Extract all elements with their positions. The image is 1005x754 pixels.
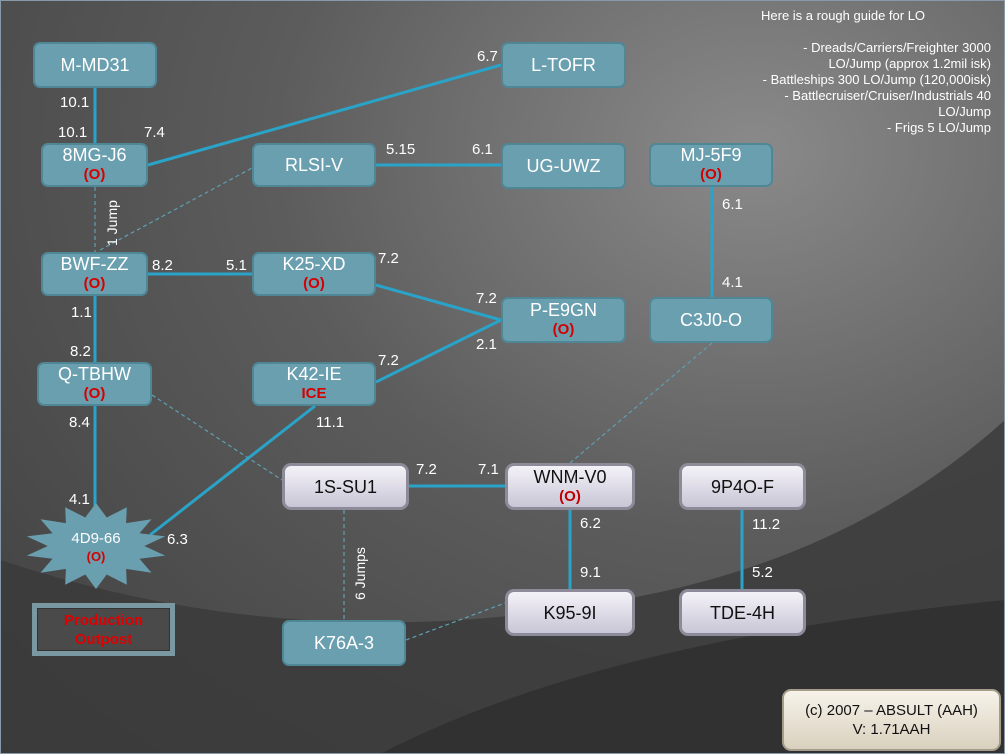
node-k25-xd[interactable]: K25-XD(O) (252, 252, 376, 296)
node-name: 9P4O-F (710, 476, 775, 497)
node-name: Q-TBHW (58, 364, 131, 384)
node-ug-uwz[interactable]: UG-UWZ (501, 143, 626, 189)
node-4d9-66-star-shape[interactable] (25, 503, 167, 589)
node-k76a-3[interactable]: K76A-3 (282, 620, 406, 666)
node-wnm-v0[interactable]: WNM-V0(O) (505, 463, 635, 510)
edge-label: 4.1 (69, 491, 90, 508)
outpost-tag: (O) (700, 166, 722, 183)
outpost-tag: (O) (303, 275, 325, 292)
edge-label: 7.2 (416, 461, 437, 478)
guide-line: - Frigs 5 LO/Jump (886, 120, 991, 135)
node-name: K25-XD (282, 254, 346, 274)
jump-edge (151, 394, 283, 481)
edge-label: 6.3 (167, 531, 188, 548)
node-l-tofr[interactable]: L-TOFR (501, 42, 626, 88)
outpost-tag: (O) (552, 321, 575, 338)
copyright-text: (c) 2007 – ABSULT (AAH) (805, 702, 978, 719)
outpost-tag: (O) (86, 549, 106, 564)
edge-label: 9.1 (580, 564, 601, 581)
node-9p4o-f[interactable]: 9P4O-F (679, 463, 806, 510)
node-name: 4D9-66 (71, 530, 121, 547)
node-name: C3J0-O (679, 310, 742, 330)
node-name: L-TOFR (531, 55, 596, 75)
edge-label: 6.7 (477, 48, 498, 65)
node-name: K42-IE (286, 364, 342, 384)
edge-label: 10.1 (60, 94, 90, 111)
edge-label: 5.2 (752, 564, 773, 581)
copyright-box: (c) 2007 – ABSULT (AAH) V: 1.71AAH (782, 689, 1001, 751)
node-name: RLSI-V (284, 155, 344, 175)
node-mj-5f9[interactable]: MJ-5F9(O) (649, 143, 773, 187)
outpost-tag: (O) (83, 385, 106, 402)
node-8mg-j6[interactable]: 8MG-J6(O) (41, 143, 148, 187)
edge-label: 5.15 (386, 141, 416, 158)
node-name: WNM-V0 (533, 466, 607, 487)
node-name: UG-UWZ (526, 156, 601, 176)
node-rlsi-v[interactable]: RLSI-V (252, 143, 376, 187)
outpost-tag: (O) (559, 487, 581, 505)
edge-label: 11.2 (752, 516, 781, 533)
outpost-tag: (O) (83, 275, 106, 292)
route-edge (375, 318, 502, 384)
jump-edge (99, 167, 253, 251)
node-bwf-zz[interactable]: BWF-ZZ(O) (41, 252, 148, 296)
node-name: K95-9I (543, 602, 597, 623)
edge-label: 1.1 (71, 304, 92, 321)
edge-label: 6.2 (580, 515, 601, 532)
guide-line: - Battlecruiser/Cruiser/Industrials 40 L… (784, 88, 991, 119)
edge-label: 8.2 (70, 343, 91, 360)
route-edge (149, 404, 316, 537)
edge-label: 8.2 (152, 257, 173, 274)
node-q-tbhw[interactable]: Q-TBHW(O) (37, 362, 152, 406)
edge-label: 2.1 (476, 336, 497, 353)
node-name: BWF-ZZ (60, 254, 129, 274)
edge-label: 8.4 (69, 414, 90, 431)
edge-label: 7.2 (378, 250, 399, 267)
node-m-md31[interactable]: M-MD31 (33, 42, 157, 88)
edge-label: 11.1 (316, 414, 345, 431)
node-1s-su1[interactable]: 1S-SU1 (282, 463, 409, 510)
node-name: TDE-4H (709, 602, 775, 623)
node-name: 8MG-J6 (62, 145, 127, 165)
edge-label: 7.1 (478, 461, 499, 478)
jump-edge (569, 342, 713, 464)
edge-label: 5.1 (226, 257, 247, 274)
route-edge (147, 63, 502, 167)
node-tde-4h[interactable]: TDE-4H (679, 589, 806, 636)
node-name: 1S-SU1 (313, 476, 378, 497)
edge-label: 7.4 (144, 124, 165, 141)
route-edge (375, 283, 502, 322)
jump-edge (405, 602, 506, 641)
node-name: M-MD31 (60, 55, 130, 75)
production-outpost-label: Production Outpost (37, 608, 170, 651)
guide-line: - Battleships 300 LO/Jump (120,000isk) (762, 72, 991, 87)
node-p-e9gn[interactable]: P-E9GN(O) (501, 297, 626, 343)
jump-label: 6 Jumps (352, 547, 368, 600)
guide-title: Here is a rough guide for LO (761, 8, 926, 23)
outpost-tag: (O) (83, 166, 106, 183)
node-name: K76A-3 (313, 633, 375, 653)
edge-label: 6.1 (472, 141, 493, 158)
edge-label: 4.1 (722, 274, 743, 291)
node-name: P-E9GN (529, 300, 598, 320)
ice-tag: ICE (301, 385, 327, 402)
edge-label: 7.2 (378, 352, 399, 369)
edge-label: 10.1 (58, 124, 88, 141)
guide-line: - Dreads/Carriers/Freighter 3000 LO/Jump… (803, 40, 991, 71)
production-outpost-legend: Production Outpost (32, 603, 175, 656)
node-name: MJ-5F9 (680, 145, 742, 165)
node-c3j0-o[interactable]: C3J0-O (649, 297, 773, 343)
lo-guide: Here is a rough guide for LO - Dreads/Ca… (761, 8, 991, 136)
jump-label: 1 Jump (104, 200, 120, 246)
node-k95-9i[interactable]: K95-9I (505, 589, 635, 636)
edge-label: 7.2 (476, 290, 497, 307)
version-text: V: 1.71AAH (852, 721, 931, 738)
node-4d9-66[interactable]: 4D9-66 (O) (25, 530, 167, 566)
edge-label: 6.1 (722, 196, 743, 213)
